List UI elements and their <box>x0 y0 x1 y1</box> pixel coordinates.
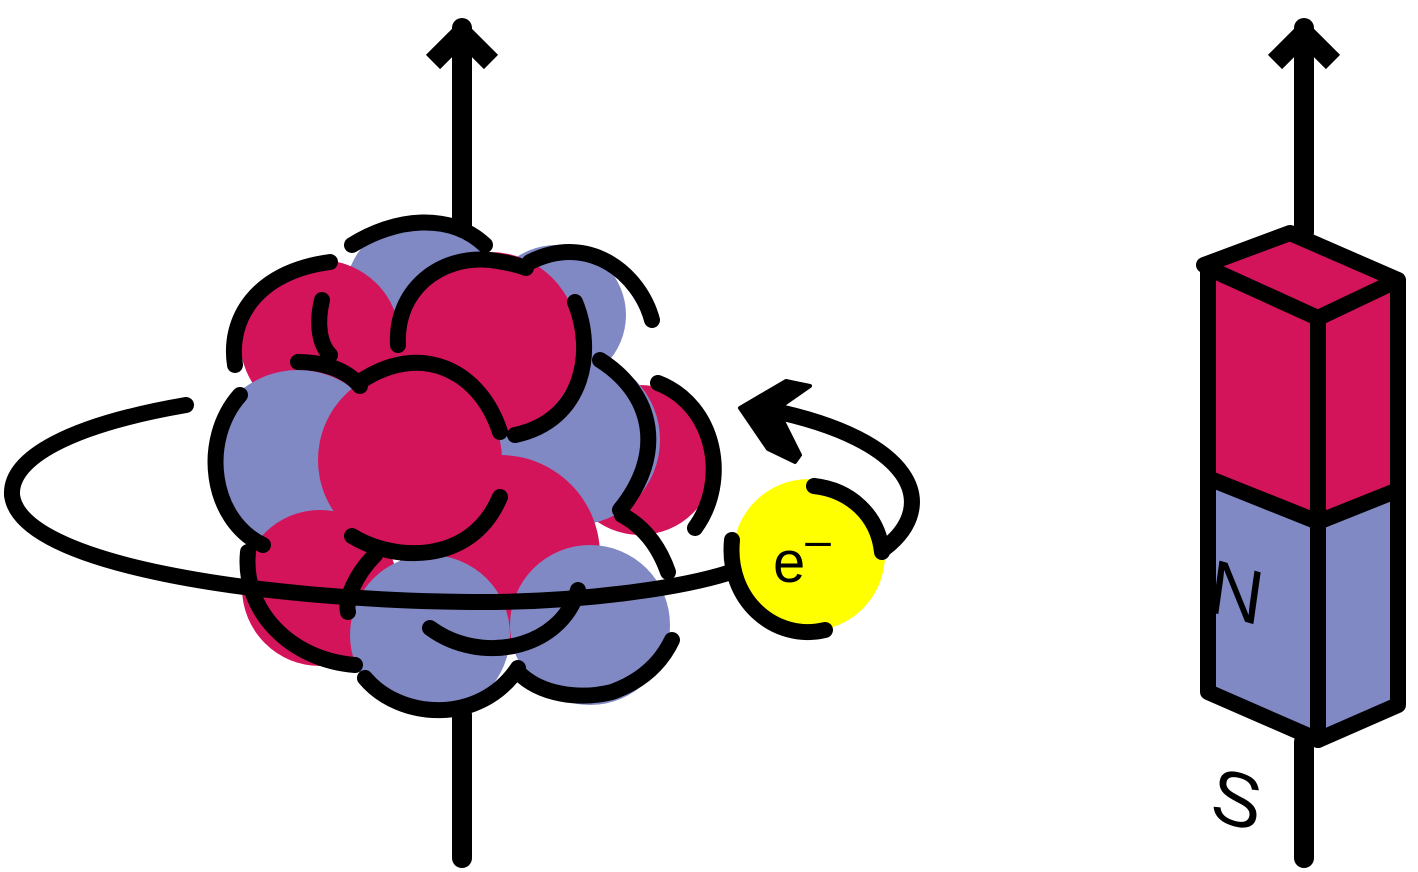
atom-figure: e– <box>4 18 920 868</box>
nucleon-outline <box>522 244 660 328</box>
nucleon-outline <box>344 489 508 562</box>
nucleon-outline <box>614 507 676 580</box>
electron-label: e– <box>773 514 831 595</box>
nucleon-outline <box>510 632 680 704</box>
nucleon-outline <box>344 214 493 253</box>
magnet-south-front-face <box>1208 478 1318 735</box>
nucleon-outline <box>357 660 526 719</box>
electron-spin-arrowhead <box>738 379 812 464</box>
atom-spin-axis-arrowhead <box>425 18 499 70</box>
electron-outline <box>806 478 890 560</box>
electron-orbit-front <box>4 487 736 611</box>
magnet-south-label: S <box>1206 751 1267 849</box>
electron-spin-arrow <box>762 402 920 556</box>
nucleon-outline <box>422 582 586 656</box>
nucleon-outline <box>507 294 593 443</box>
proton <box>398 255 578 435</box>
nucleon-outline <box>339 547 383 620</box>
bar-magnet-figure: N S <box>1196 18 1406 868</box>
magnet-north-side-face <box>1318 278 1395 515</box>
magnet-north-front-face <box>1208 268 1318 515</box>
electron-orbit-back <box>4 397 194 503</box>
magnet-pole-divider <box>1200 470 1406 530</box>
nucleon-outline <box>239 544 363 673</box>
nucleon-outline <box>389 251 534 353</box>
nucleus <box>207 214 722 719</box>
nucleon-outline <box>650 375 722 536</box>
nucleon-outline <box>592 352 657 518</box>
nucleon-outline <box>350 354 508 440</box>
magnet-south-side-face <box>1318 493 1395 735</box>
magnet-axis-arrowhead <box>1267 18 1341 70</box>
nucleon-outline <box>226 254 338 373</box>
nucleon-outline <box>311 292 338 363</box>
electron-sphere <box>733 479 885 631</box>
magnet-north-label: N <box>1204 544 1269 643</box>
electron-outline <box>723 532 833 640</box>
nucleon-outline <box>207 387 271 553</box>
electron: e– <box>723 478 890 640</box>
